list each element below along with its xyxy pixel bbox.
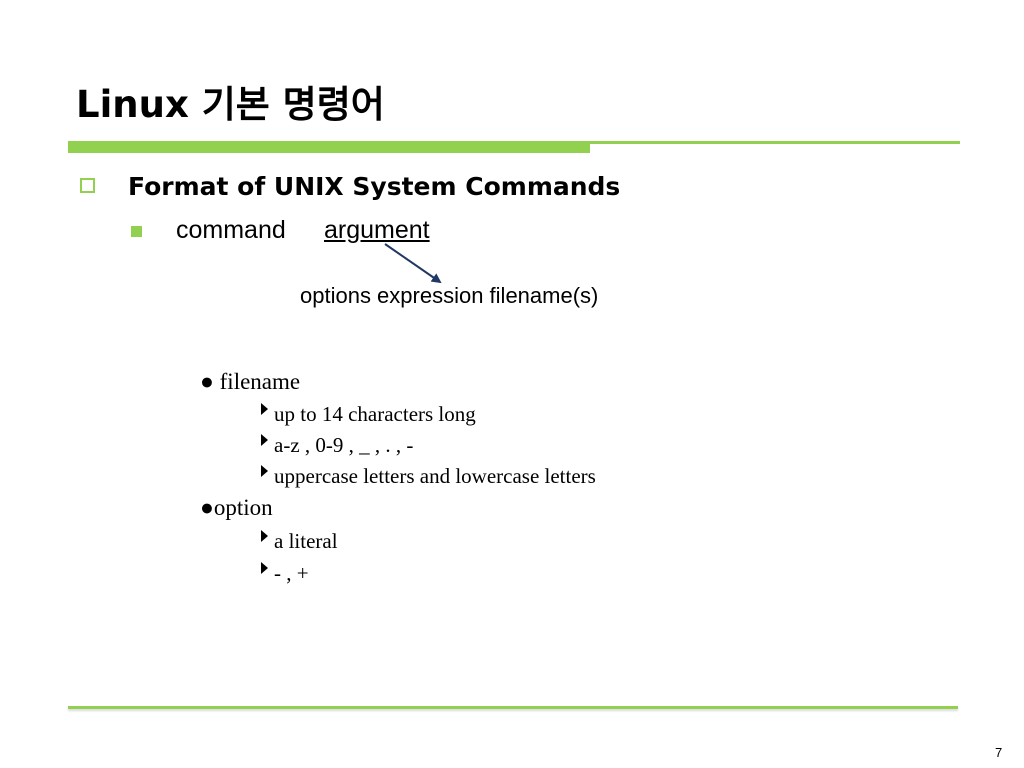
section-heading: Format of UNIX System Commands bbox=[128, 172, 621, 201]
triangle-bullet-icon bbox=[261, 403, 268, 415]
triangle-bullet-icon bbox=[261, 434, 268, 446]
slide-title: Linux 기본 명령어 bbox=[76, 83, 385, 126]
list-item: - , + bbox=[274, 561, 309, 585]
footer-divider bbox=[68, 706, 958, 709]
filename-section-label: ● filename bbox=[200, 369, 301, 394]
argument-label: argument bbox=[324, 216, 430, 244]
title-underline-thin bbox=[68, 141, 960, 144]
command-label: command bbox=[176, 216, 286, 244]
hollow-square-bullet-icon bbox=[80, 178, 95, 193]
option-section-label: ●option bbox=[200, 495, 273, 520]
page-number: 7 bbox=[995, 745, 1003, 760]
triangle-bullet-icon bbox=[261, 562, 268, 574]
title-underline-thick bbox=[68, 143, 590, 153]
list-item: uppercase letters and lowercase letters bbox=[274, 464, 596, 488]
list-item: a literal bbox=[274, 529, 338, 553]
list-item: up to 14 characters long bbox=[274, 402, 476, 426]
list-item: a-z , 0-9 , _ , . , - bbox=[274, 433, 414, 457]
triangle-bullet-icon bbox=[261, 530, 268, 542]
filled-square-bullet-icon bbox=[131, 226, 142, 237]
argument-types: options expression filename(s) bbox=[300, 283, 599, 308]
triangle-bullet-icon bbox=[261, 465, 268, 477]
